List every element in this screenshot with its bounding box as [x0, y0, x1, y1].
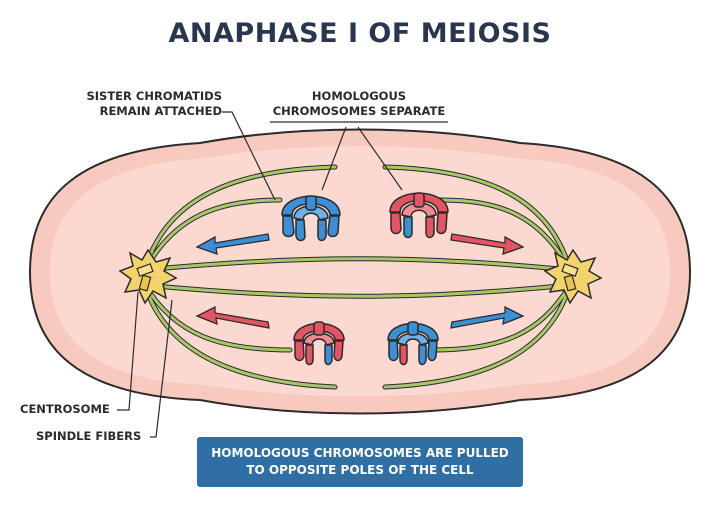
leader-lines — [117, 111, 448, 438]
chromosome-blue-upper — [281, 195, 341, 242]
spindle-fibers — [142, 164, 573, 390]
centrosome-right — [543, 248, 603, 305]
label-sister-chromatids-line2: REMAIN ATTACHED — [99, 104, 222, 118]
centrosome-left — [118, 248, 178, 305]
chromosome-red-upper — [389, 192, 449, 239]
callout-line2: TO OPPOSITE POLES OF THE CELL — [246, 463, 474, 477]
label-spindle-fibers: SPINDLE FIBERS — [36, 429, 142, 443]
label-sister-chromatids: SISTER CHROMATIDS REMAIN ATTACHED — [86, 89, 222, 119]
arrow-upper-right — [450, 233, 525, 255]
chromosome-red-lower — [293, 321, 345, 366]
chromosome-blue-lower — [387, 321, 439, 366]
arrow-lower-left — [195, 305, 270, 329]
arrow-upper-left — [195, 233, 270, 255]
callout-line1: HOMOLOGOUS CHROMOSOMES ARE PULLED — [211, 446, 509, 460]
label-homologous-chromosomes: HOMOLOGOUS CHROMOSOMES SEPARATE — [270, 89, 448, 119]
label-centrosome: CENTROSOME — [20, 402, 110, 416]
label-sister-chromatids-line1: SISTER CHROMATIDS — [86, 89, 222, 103]
diagram-title: ANAPHASE I OF MEIOSIS — [168, 18, 552, 49]
callout-box: HOMOLOGOUS CHROMOSOMES ARE PULLED TO OPP… — [197, 437, 523, 487]
label-homologous-line2: CHROMOSOMES SEPARATE — [272, 104, 446, 118]
arrow-lower-right — [450, 305, 525, 329]
label-homologous-line1: HOMOLOGOUS — [311, 89, 407, 103]
